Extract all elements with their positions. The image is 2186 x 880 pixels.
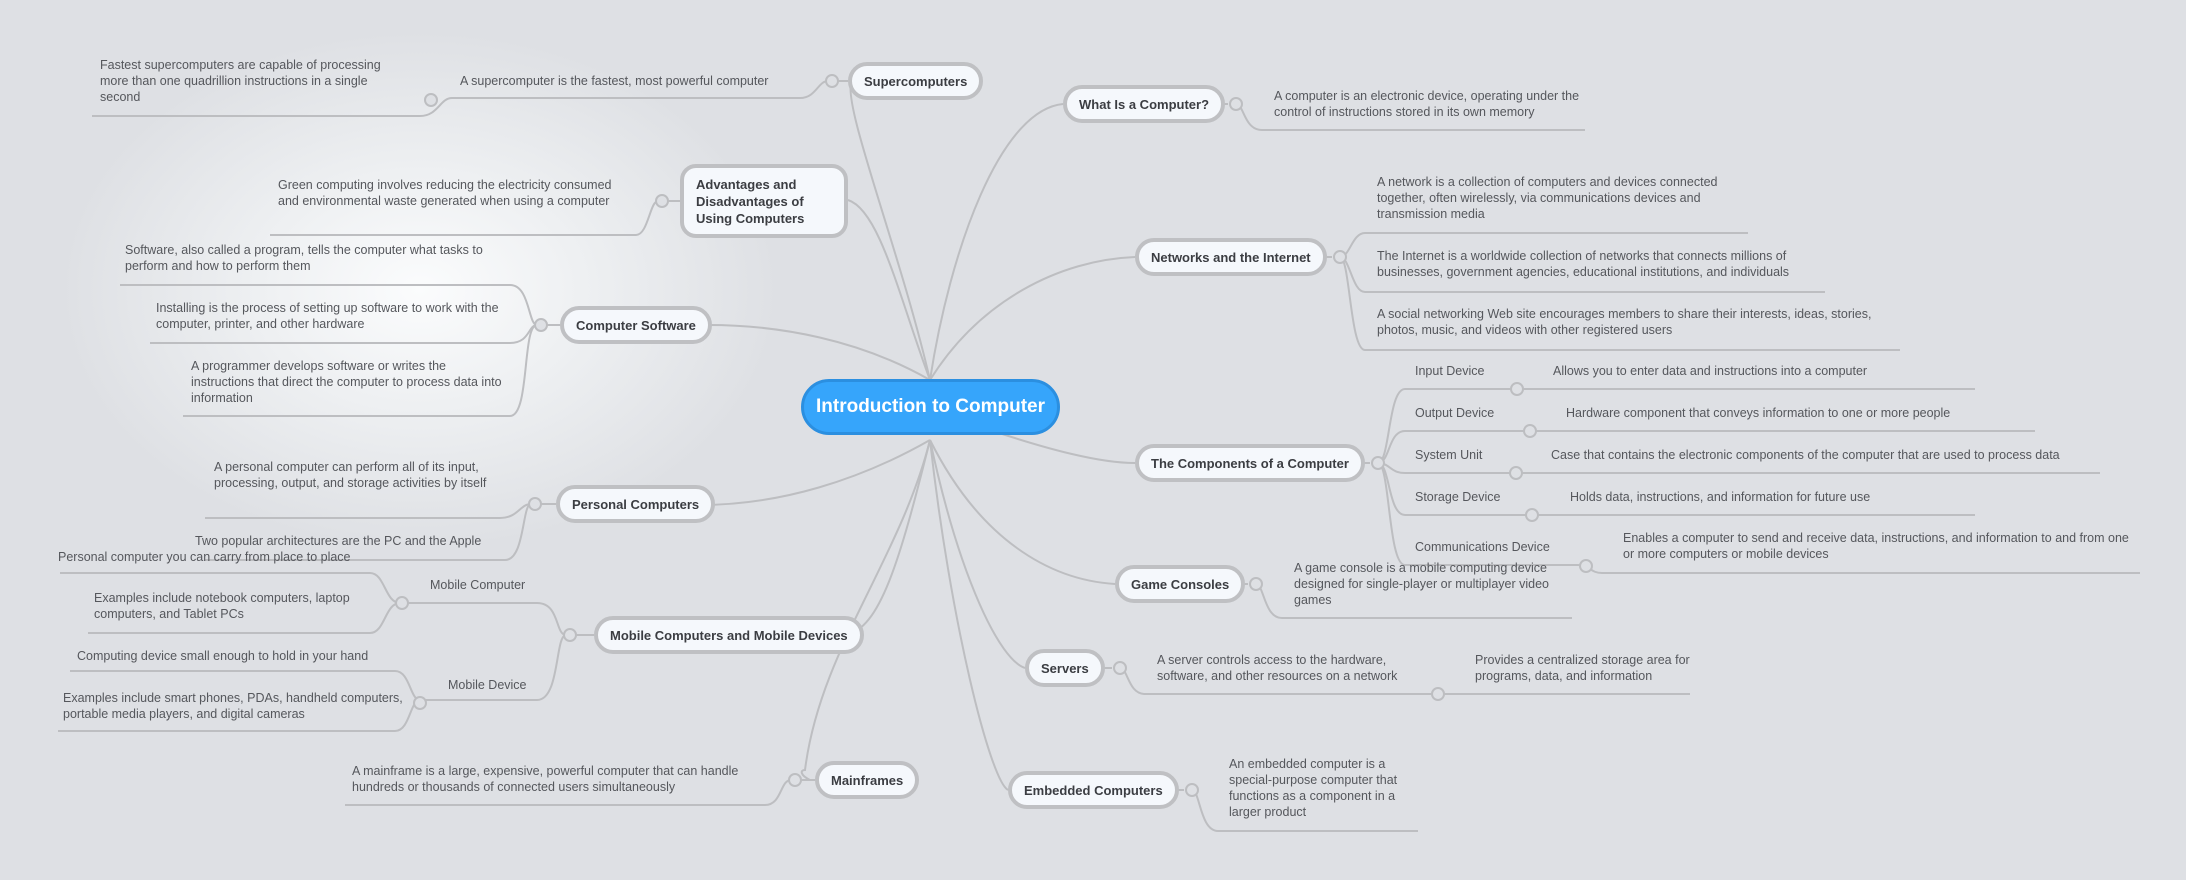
topic-label: Computer Software xyxy=(576,317,696,333)
topic-mobile-computers-devices[interactable]: Mobile Computers and Mobile Devices xyxy=(594,616,864,654)
note-mobile-computer-def[interactable]: Personal computer you can carry from pla… xyxy=(58,550,351,564)
note-input-device[interactable]: Allows you to enter data and instruction… xyxy=(1553,364,1868,378)
central-topic[interactable]: Introduction to Computer xyxy=(801,379,1060,435)
subtopic-mobile-device[interactable]: Mobile Device xyxy=(448,678,527,692)
topic-label: Advantages and Disadvantages of Using Co… xyxy=(696,176,805,226)
note-social-networking[interactable]: A social networking Web site encourages … xyxy=(1377,307,1872,337)
note-mobile-device-examples[interactable]: Examples include smart phones, PDAs, han… xyxy=(63,691,403,721)
topic-what-is-a-computer[interactable]: What Is a Computer? xyxy=(1063,85,1226,123)
topic-label: Mainframes xyxy=(831,772,904,788)
note-network[interactable]: A network is a collection of computers a… xyxy=(1377,175,1718,221)
note-game-console[interactable]: A game console is a mobile computing dev… xyxy=(1294,561,1549,607)
note-communications-device[interactable]: Enables a computer to send and receive d… xyxy=(1623,531,2129,561)
topic-components[interactable]: The Components of a Computer xyxy=(1135,444,1365,482)
note-installing[interactable]: Installing is the process of setting up … xyxy=(156,301,499,331)
note-output-device[interactable]: Hardware component that conveys informat… xyxy=(1566,406,1951,420)
topic-servers[interactable]: Servers xyxy=(1025,649,1105,687)
central-topic-label: Introduction to Computer xyxy=(815,396,1046,417)
note-supercomputer-speed[interactable]: Fastest supercomputers are capable of pr… xyxy=(100,58,381,104)
note-internet[interactable]: The Internet is a worldwide collection o… xyxy=(1377,249,1790,279)
note-embedded[interactable]: An embedded computer is a special-purpos… xyxy=(1229,757,1398,819)
note-server-storage[interactable]: Provides a centralized storage area for … xyxy=(1475,653,1690,683)
topic-label: Supercomputers xyxy=(864,73,968,89)
note-mainframe[interactable]: A mainframe is a large, expensive, power… xyxy=(352,764,739,794)
note-mobile-device-def[interactable]: Computing device small enough to hold in… xyxy=(77,649,369,663)
topic-label: The Components of a Computer xyxy=(1151,455,1349,471)
topic-label: Game Consoles xyxy=(1131,576,1230,592)
note-programmer[interactable]: A programmer develops software or writes… xyxy=(191,359,502,405)
note-software[interactable]: Software, also called a program, tells t… xyxy=(125,243,483,273)
note-architectures[interactable]: Two popular architectures are the PC and… xyxy=(195,534,482,548)
component-output-device[interactable]: Output Device xyxy=(1415,406,1495,420)
component-system-unit[interactable]: System Unit xyxy=(1415,448,1483,462)
topic-label: What Is a Computer? xyxy=(1079,96,1210,112)
topic-advantages[interactable]: Advantages and Disadvantages of Using Co… xyxy=(680,164,848,238)
topic-label: Mobile Computers and Mobile Devices xyxy=(610,627,848,643)
component-input-device[interactable]: Input Device xyxy=(1415,364,1485,378)
topic-label: Embedded Computers xyxy=(1024,782,1163,798)
subtopic-mobile-computer[interactable]: Mobile Computer xyxy=(430,578,526,592)
topic-game-consoles[interactable]: Game Consoles xyxy=(1115,565,1246,603)
note-computer-definition[interactable]: A computer is an electronic device, oper… xyxy=(1274,89,1580,119)
topic-personal-computers[interactable]: Personal Computers xyxy=(556,485,716,523)
note-server[interactable]: A server controls access to the hardware… xyxy=(1157,653,1398,683)
topic-label: Networks and the Internet xyxy=(1151,249,1311,265)
topic-mainframes[interactable]: Mainframes xyxy=(815,761,920,799)
topic-supercomputers[interactable]: Supercomputers xyxy=(848,62,984,100)
note-green-computing[interactable]: Green computing involves reducing the el… xyxy=(278,178,612,208)
topic-embedded-computers[interactable]: Embedded Computers xyxy=(1008,771,1179,809)
topic-networks-internet[interactable]: Networks and the Internet xyxy=(1135,238,1327,276)
note-storage-device[interactable]: Holds data, instructions, and informatio… xyxy=(1570,490,1871,504)
note-supercomputer-definition[interactable]: A supercomputer is the fastest, most pow… xyxy=(460,74,769,88)
note-system-unit[interactable]: Case that contains the electronic compon… xyxy=(1551,448,2060,462)
topic-label: Servers xyxy=(1041,660,1089,676)
component-communications-device[interactable]: Communications Device xyxy=(1415,540,1550,554)
note-mobile-computer-examples[interactable]: Examples include notebook computers, lap… xyxy=(94,591,350,621)
component-storage-device[interactable]: Storage Device xyxy=(1415,490,1501,504)
note-personal-computer[interactable]: A personal computer can perform all of i… xyxy=(214,460,487,490)
topic-computer-software[interactable]: Computer Software xyxy=(560,306,712,344)
topic-label: Personal Computers xyxy=(572,496,700,512)
